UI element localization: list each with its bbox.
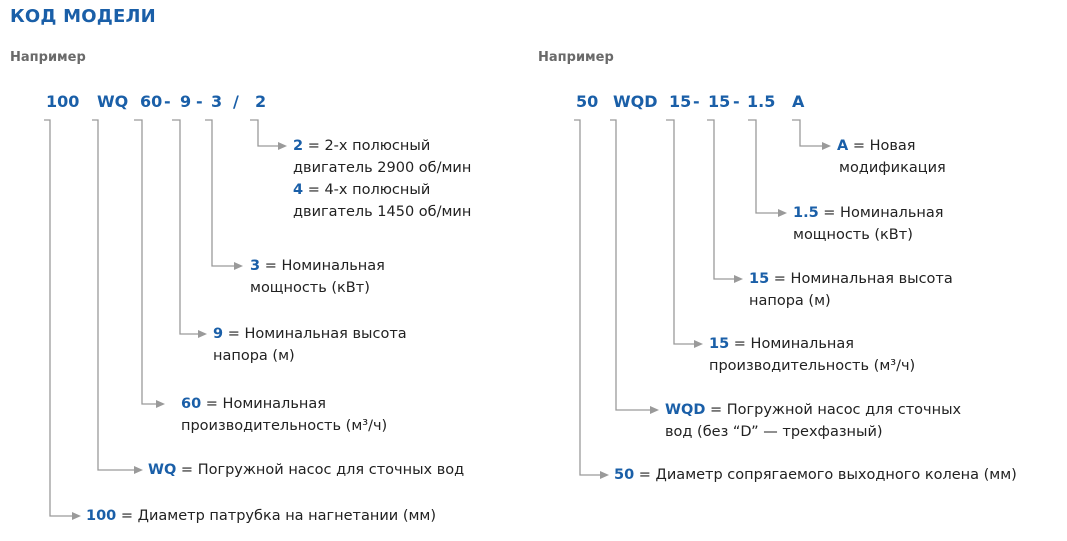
desc-line: WQD = Погружной насос для сточных: [665, 402, 962, 418]
desc-line: вод (без “D” — трехфазный): [665, 424, 883, 440]
desc-line: 4 = 4-х полюсный: [293, 182, 431, 198]
connector-right-15-head: [707, 119, 734, 280]
page-title: КОД МОДЕЛИ: [10, 6, 156, 27]
desc-right-wqd: WQD = Погружной насос для сточных вод (б…: [665, 399, 961, 443]
arrow-icon: [734, 275, 743, 283]
connector-left-3: [205, 119, 234, 267]
right-code-part-a: A: [792, 92, 805, 111]
left-code-dash-2: -: [196, 92, 203, 111]
connector-left-9: [172, 119, 198, 335]
desc-right-1-5: 1.5 = Номинальная мощность (кВт): [793, 202, 943, 246]
left-code-part-3: 3: [211, 92, 223, 111]
arrow-icon: [278, 142, 287, 150]
connector-left-2: [250, 119, 278, 147]
desc-line: 2 = 2-х полюсный: [293, 138, 431, 154]
desc-left-wq: WQ = Погружной насос для сточных вод: [148, 459, 464, 481]
right-code-part-15a: 15: [669, 92, 692, 111]
example-label-right: Например: [538, 50, 614, 65]
arrow-icon: [72, 512, 81, 520]
connector-left-wq: [92, 119, 134, 471]
desc-line: двигатель 1450 об/мин: [293, 204, 472, 220]
left-code-part-2: 2: [255, 92, 267, 111]
arrow-icon: [650, 406, 659, 414]
desc-line: 1.5 = Номинальная: [793, 205, 944, 221]
connector-right-15-flow: [666, 119, 694, 345]
desc-line: напора (м): [213, 348, 295, 364]
left-code-part-9: 9: [180, 92, 192, 111]
desc-line: производительность (м³/ч): [181, 418, 388, 434]
arrow-icon: [198, 330, 207, 338]
arrow-icon: [822, 142, 831, 150]
desc-line: напора (м): [749, 293, 831, 309]
desc-left-2: 2 = 2-х полюсный двигатель 2900 об/мин 4…: [293, 135, 471, 223]
arrow-icon: [234, 262, 243, 270]
desc-line: 15 = Номинальная: [709, 336, 854, 352]
desc-right-a: A = Новая модификация: [837, 135, 946, 179]
desc-line: мощность (кВт): [793, 227, 913, 243]
left-code-part-wq: WQ: [97, 92, 129, 111]
right-code-part-15b: 15: [708, 92, 731, 111]
desc-right-50: 50 = Диаметр сопрягаемого выходного коле…: [614, 464, 1017, 486]
desc-line: 100 = Диаметр патрубка на нагнетании (мм…: [86, 508, 437, 524]
right-code-part-1-5: 1.5: [747, 92, 776, 111]
connector-right-a: [792, 119, 822, 147]
desc-line: 15 = Номинальная высота: [749, 271, 953, 287]
desc-line: модификация: [839, 160, 946, 176]
desc-line: 60 = Номинальная: [181, 396, 326, 412]
arrow-icon: [778, 209, 787, 217]
left-code-part-100: 100: [46, 92, 80, 111]
connector-left-100: [44, 119, 72, 517]
connector-right-wqd: [610, 119, 650, 411]
desc-line: производительность (м³/ч): [709, 358, 916, 374]
arrow-icon: [694, 340, 703, 348]
desc-left-100: 100 = Диаметр патрубка на нагнетании (мм…: [86, 505, 436, 527]
right-code-part-50: 50: [576, 92, 599, 111]
desc-line: 50 = Диаметр сопрягаемого выходного коле…: [614, 467, 1017, 483]
right-code-dash-2: -: [733, 92, 740, 111]
desc-line: мощность (кВт): [250, 280, 370, 296]
connector-left-60: [134, 119, 156, 405]
desc-left-9: 9 = Номинальная высота напора (м): [213, 323, 407, 367]
desc-left-60: 60 = Номинальная производительность (м³/…: [181, 393, 387, 437]
example-label-left: Например: [10, 50, 86, 65]
desc-line: 3 = Номинальная: [250, 258, 385, 274]
arrow-icon: [600, 471, 609, 479]
desc-line: 9 = Номинальная высота: [213, 326, 407, 342]
right-code-part-wqd: WQD: [613, 92, 658, 111]
desc-line: A = Новая: [837, 138, 916, 154]
desc-left-3: 3 = Номинальная мощность (кВт): [250, 255, 385, 299]
desc-right-15-flow: 15 = Номинальная производительность (м³/…: [709, 333, 915, 377]
left-code-dash-1: -: [164, 92, 171, 111]
arrow-icon: [156, 400, 165, 408]
desc-line: WQ = Погружной насос для сточных вод: [148, 462, 465, 478]
desc-line: двигатель 2900 об/мин: [293, 160, 472, 176]
connector-right-1-5: [748, 119, 778, 214]
right-code-dash-1: -: [693, 92, 700, 111]
arrow-icon: [134, 466, 143, 474]
left-code-slash: /: [233, 92, 239, 111]
left-code-part-60: 60: [140, 92, 163, 111]
desc-right-15-head: 15 = Номинальная высота напора (м): [749, 268, 953, 312]
connector-right-50: [574, 119, 600, 476]
